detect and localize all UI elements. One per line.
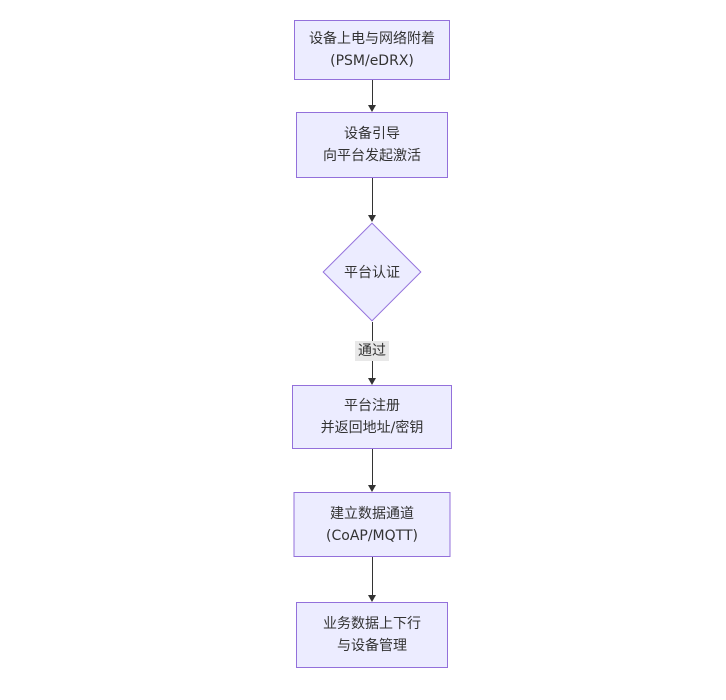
node-text-line: 与设备管理 [337,638,407,654]
arrow-line [371,80,373,105]
arrow-line [371,178,373,215]
arrow-line [371,557,373,595]
arrow-connector-1 [367,80,377,112]
node-text-line: 并返回地址/密钥 [320,420,424,436]
node-text-line: 向平台发起激活 [323,148,421,164]
arrowhead-down-icon [368,105,376,112]
arrow-connector-4 [367,449,377,492]
flow-node-business: 业务数据上下行 与设备管理 [296,602,448,668]
node-text-line: 平台注册 [344,398,400,414]
node-text-line: (CoAP/MQTT) [326,527,418,544]
arrowhead-down-icon [368,595,376,602]
arrowhead-down-icon [368,215,376,222]
flow-node-power-attach: 设备上电与网络附着 (PSM/eDRX) [294,20,450,80]
node-text-line: 建立数据通道 [330,505,414,522]
flow-node-register: 平台注册 并返回地址/密钥 [292,385,452,449]
flow-node-bootstrap: 设备引导 向平台发起激活 [296,112,448,178]
arrowhead-down-icon [368,485,376,492]
arrow-line [371,449,373,485]
node-text-line: 业务数据上下行 [323,616,421,632]
node-text-line: 设备上电与网络附着 [309,31,435,47]
node-text-line: 平台认证 [344,265,400,281]
arrow-connector-2 [367,178,377,222]
flow-node-platform-auth: 平台认证 [322,222,422,322]
flow-node-data-channel: 建立数据通道 (CoAP/MQTT) [293,492,451,557]
edge-label-pass: 通过 [355,341,389,361]
arrow-connector-5 [367,557,377,602]
arrowhead-down-icon [368,378,376,385]
node-text-line: (PSM/eDRX) [330,53,414,69]
node-text-line: 设备引导 [344,126,400,142]
